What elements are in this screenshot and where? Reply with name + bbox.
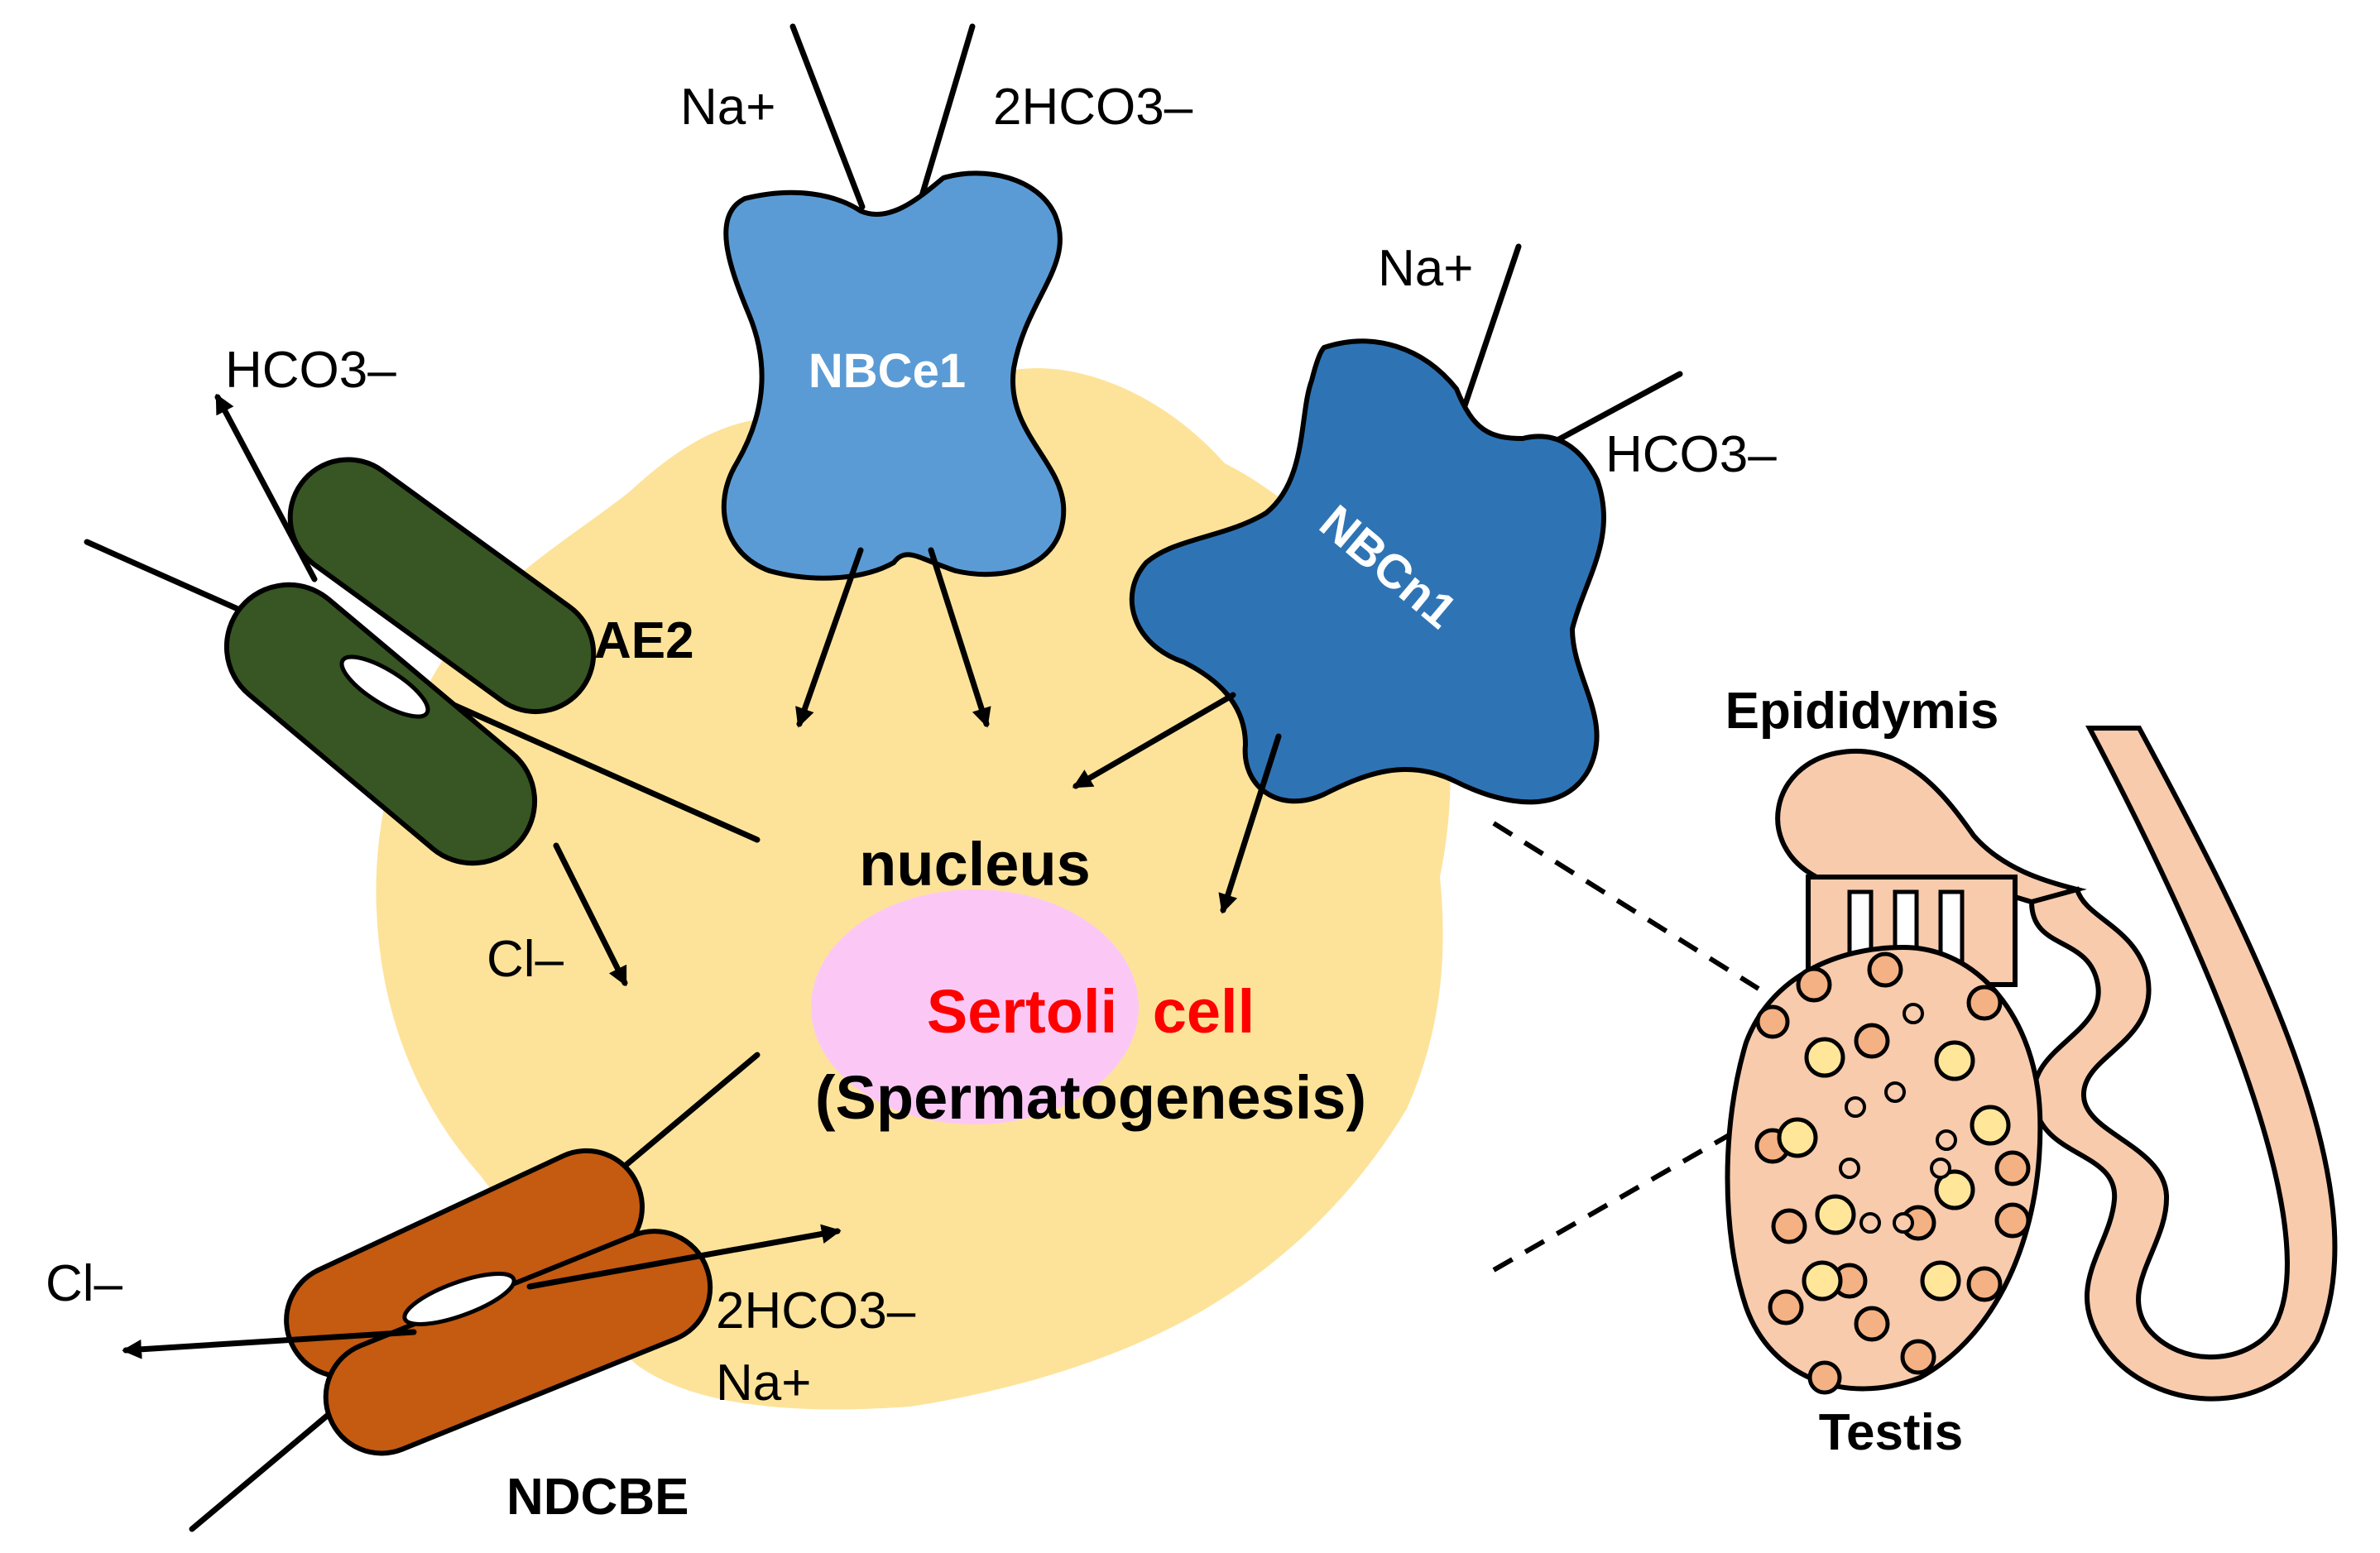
tubule [1845, 1096, 1866, 1118]
ndcbe-pore [402, 1272, 516, 1326]
tubule [1934, 1040, 1975, 1081]
tubule [1900, 1339, 1936, 1375]
tubule [1859, 1212, 1881, 1234]
tubule [1934, 1169, 1975, 1210]
tubule [1930, 1158, 1951, 1179]
tubule [1777, 1117, 1818, 1158]
nucleus [811, 889, 1139, 1124]
nbce1-sodium-line [789, 23, 866, 210]
ae2-bicarbonate-efflux-arrow [214, 393, 318, 582]
tubule [1854, 1023, 1890, 1059]
nbce1-arrow-left [795, 547, 864, 728]
ion-labels: Na+ 2HCO3– Na+ HCO3– HCO3– Cl– Cl– 2HCO3… [46, 79, 1777, 1412]
tubule [1807, 1360, 1842, 1395]
ndcbe-bicarbonate-influx-arrow [526, 1224, 842, 1290]
ae2-label: AE2 [594, 612, 694, 669]
tubule [1893, 1212, 1914, 1234]
tubule [1936, 1129, 1957, 1151]
tubule-yellow-group [1777, 1037, 2011, 1301]
tubule [1755, 1004, 1790, 1039]
tubule [1994, 1150, 2031, 1186]
nbce1-sodium-label: Na+ [680, 79, 775, 136]
epididymis-label: Epididymis [1725, 683, 1999, 740]
testis-label: Testis [1819, 1404, 1964, 1461]
nbcn1-transporter: NBCn1 [1072, 243, 1683, 914]
nbcn1-arrow-left [1072, 692, 1236, 789]
tubule [1994, 1202, 2031, 1239]
nbcn1-body [1129, 338, 1606, 805]
ae2-upper-subunit [287, 457, 597, 715]
tubule [1884, 1081, 1906, 1103]
ae2-transporter: AE2 [84, 393, 761, 987]
tubule [1815, 1194, 1856, 1235]
nbce1-bicarbonate-label: 2HCO3– [993, 79, 1193, 136]
zoom-line-top [1492, 821, 1760, 991]
nbce1-arrow-right [928, 547, 991, 728]
nbcn1-sodium-label: Na+ [1378, 240, 1473, 297]
ndcbe-transporter: NDCBE [122, 1052, 842, 1532]
testis-epididymis-organ: Epididymis Testis [1725, 683, 2338, 1461]
ndcbe-chloride-efflux-arrow [122, 1329, 417, 1359]
nbce1-body [721, 170, 1067, 581]
sertoli-cell-title-part2: cell [1153, 977, 1255, 1046]
ae2-lower-subunit [223, 582, 538, 866]
tubule [1966, 1266, 2003, 1302]
ae2-chloride-influx-arrow [553, 842, 628, 987]
tubule [1867, 951, 1903, 988]
tubule [1768, 1289, 1804, 1325]
tubule [1966, 985, 2003, 1021]
nucleus-label: nucleus [859, 830, 1091, 899]
tubule [1804, 1037, 1845, 1078]
tubule [1970, 1105, 2011, 1146]
ndcbe-chloride-label: Cl– [46, 1255, 123, 1312]
ae2-pore [339, 654, 430, 719]
tubule [1796, 966, 1832, 1003]
nbcn1-arrow-down [1218, 733, 1282, 914]
nbcn1-sodium-line [1453, 243, 1522, 434]
ndcbe-sodium-label: Na+ [716, 1354, 811, 1412]
tubule [1771, 1208, 1807, 1244]
tubule [1854, 1306, 1890, 1342]
tubule [1839, 1158, 1860, 1179]
nbcn1-bicarbonate-label: HCO3– [1605, 426, 1777, 483]
tubule [1903, 1003, 1924, 1024]
sertoli-cell-title: Sertoli cell [927, 977, 1255, 1046]
ae2-chloride-label: Cl– [487, 931, 564, 988]
spermatogenesis-label: (Spermatogenesis) [815, 1063, 1366, 1132]
ae2-bicarbonate-label: HCO3– [225, 342, 396, 399]
nbce1-label: NBCe1 [809, 344, 966, 398]
tubule [1802, 1260, 1843, 1301]
ndcbe-bicarbonate-label: 2HCO3– [716, 1282, 916, 1340]
nbce1-transporter: NBCe1 [721, 23, 1067, 728]
sertoli-cell-title-part1: Sertoli [927, 977, 1117, 1046]
nbce1-bicarbonate-line [915, 23, 976, 210]
tubule [1920, 1260, 1961, 1301]
tubule-small-group [1839, 1003, 1957, 1234]
vas-deferens-duct [2028, 726, 2338, 1402]
ndcbe-label: NDCBE [506, 1469, 689, 1526]
